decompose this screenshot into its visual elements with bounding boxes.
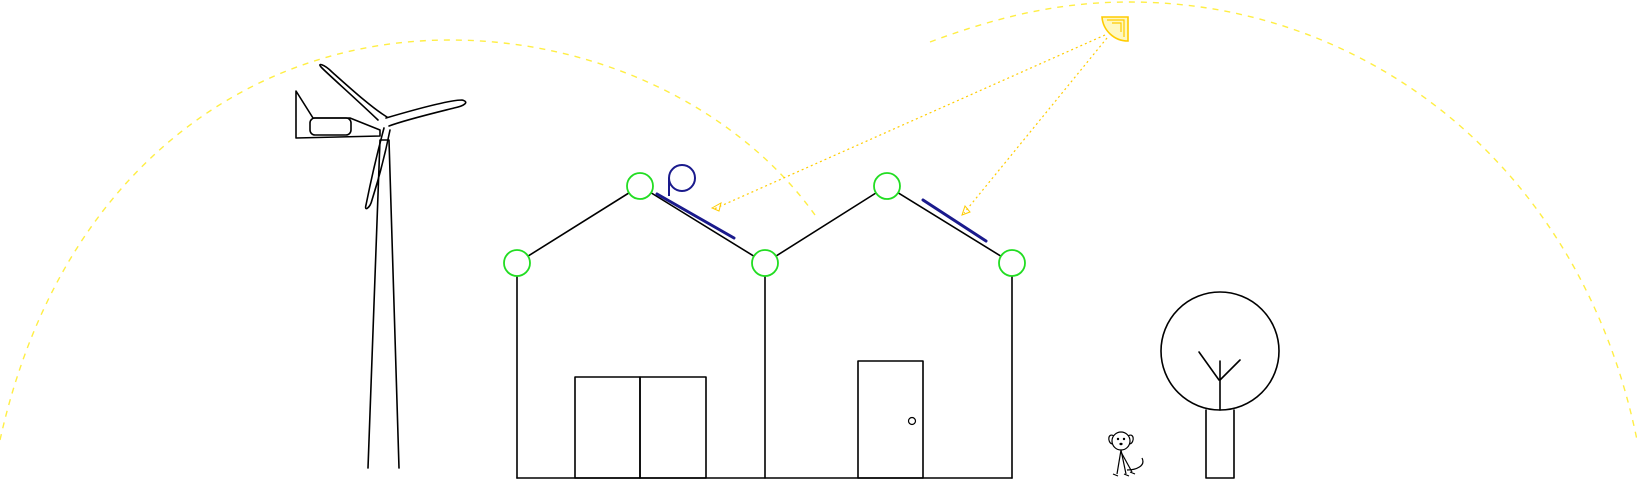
sun-rays	[710, 34, 1108, 216]
node-house-right-peak	[873, 172, 901, 200]
node-house-right-corner	[998, 249, 1026, 277]
wind-turbine-icon	[295, 63, 467, 469]
solar-panel-right	[921, 198, 988, 243]
network-nodes	[503, 172, 1026, 277]
sun-icon	[1101, 16, 1129, 42]
node-house-middle-corner	[751, 249, 779, 277]
dog-icon	[1108, 431, 1144, 477]
solar-panel-left	[655, 192, 736, 240]
sun-path-arc-right	[929, 1, 1637, 441]
node-house-left-peak	[626, 172, 654, 200]
sun-path-arc-left	[0, 39, 816, 441]
node-house-left-corner	[503, 249, 531, 277]
garage-door	[574, 376, 707, 479]
house-left	[516, 185, 1013, 479]
heat-pump-icon	[668, 164, 696, 196]
house-door	[857, 360, 924, 479]
tree-icon	[1160, 291, 1280, 479]
house-right	[764, 185, 1013, 479]
